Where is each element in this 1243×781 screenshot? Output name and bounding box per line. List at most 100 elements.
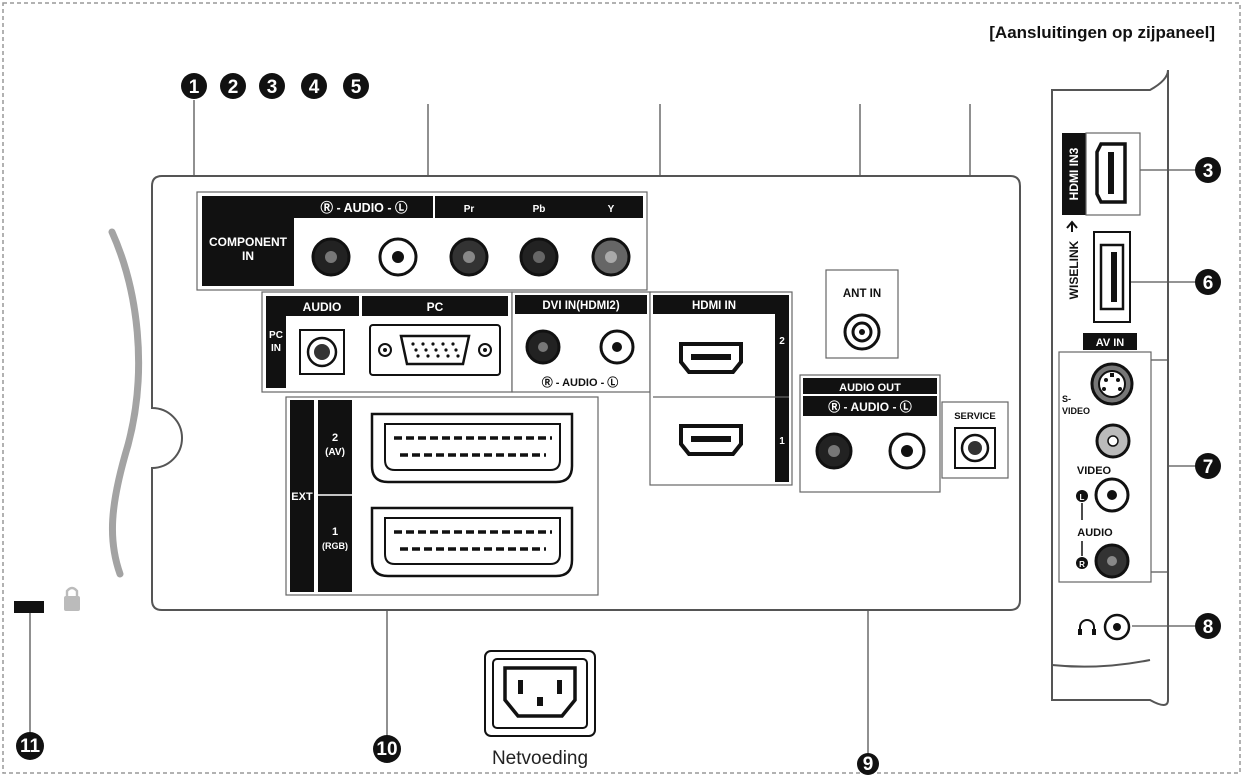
dvi-in-header (515, 295, 647, 314)
av-in-label: AV IN (1096, 337, 1125, 349)
callout-number-1: 1 (189, 77, 200, 98)
hdmi-in-frame (649, 291, 793, 486)
hdmi-2-label: 2 (779, 336, 785, 347)
callout-badge-9 (857, 753, 879, 775)
pc-in-section: PC IN AUDIO PC (261, 291, 513, 393)
s-video-label-1: S- (1062, 394, 1071, 404)
headphone-icon (1079, 619, 1095, 633)
audio-out-frame (799, 374, 941, 493)
video-label: VIDEO (1077, 465, 1112, 477)
power-section: Netvoeding (484, 650, 596, 769)
component-pb-pin (533, 251, 545, 263)
ant-in-label: ANT IN (843, 288, 881, 300)
wiselink-label: WISELINK (1067, 240, 1081, 299)
ext-label: EXT (291, 491, 313, 503)
hdmi-1-label: 1 (779, 436, 785, 447)
lock-icon (64, 596, 80, 611)
callout-badge-4 (301, 73, 327, 99)
power-socket (503, 666, 577, 718)
ext1-label-1: 1 (332, 526, 338, 538)
component-pr-pin (463, 251, 475, 263)
hdmi-in3-label: HDMI IN3 (1067, 147, 1081, 200)
component-pr-label: Pr (464, 204, 475, 215)
callout-number-8: 8 (1203, 617, 1214, 638)
component-in-label-1: COMPONENT (209, 235, 288, 249)
cable-curve (108, 228, 143, 578)
callout-badge-8 (1195, 613, 1221, 639)
ext2-label-1: 2 (332, 432, 338, 444)
component-pb-label: Pb (533, 204, 546, 215)
pc-header (362, 296, 508, 316)
audio-out-label: AUDIO OUT (839, 382, 901, 394)
power-pin-right (557, 680, 562, 694)
callout-number-9: 9 (863, 754, 874, 775)
service-section: SERVICE (941, 401, 1009, 479)
component-y-label: Y (608, 204, 615, 215)
ext-label-block (290, 400, 314, 592)
audio-out-header (803, 378, 937, 394)
page-title: [Aansluitingen op zijpaneel] (989, 23, 1215, 42)
side-panel: HDMI IN3 WISELINK AV IN S- VIDEO VIDEO L (1051, 69, 1169, 706)
av-in-header (1083, 333, 1137, 350)
callout-group-top: 1 2 3 4 5 (181, 73, 369, 99)
ext2-label-2: (AV) (325, 447, 345, 458)
callout-number-3: 3 (267, 77, 278, 98)
callout-badge-7 (1195, 453, 1221, 479)
power-pin-earth (537, 697, 543, 706)
component-y-pin (605, 251, 617, 263)
callout-number-6: 6 (1203, 273, 1214, 294)
ext-section: EXT 2 (AV) 1 (RGB) (285, 396, 599, 596)
pc-label: PC (427, 300, 444, 314)
pc-in-label-block (266, 296, 286, 388)
s-video-label-2: VIDEO (1062, 406, 1090, 416)
hdmi-in-header (653, 295, 775, 314)
kensington-slot (14, 601, 44, 613)
callout-badge-1 (181, 73, 207, 99)
component-audio-r-pin (325, 251, 337, 263)
hdmi-in-section: HDMI IN 2 1 (649, 291, 793, 486)
lock-shackle (65, 586, 79, 597)
scart-2-pins (394, 436, 552, 457)
callout-number-7: 7 (1203, 457, 1214, 478)
callout-number-4: 4 (309, 77, 320, 98)
pc-in-label-1: PC (269, 330, 283, 341)
callout-badge-10 (373, 735, 401, 763)
dvi-in-label: DVI IN(HDMI2) (542, 300, 619, 312)
ant-in-section: ANT IN (825, 269, 899, 359)
audio-side-label: AUDIO (1077, 527, 1113, 539)
dvi-audio-label: Ⓡ - AUDIO - Ⓛ (542, 375, 619, 389)
service-label: SERVICE (954, 411, 996, 422)
callout-badge-6 (1195, 269, 1221, 295)
callout-badge-11 (16, 732, 44, 760)
audio-out-rl-label: Ⓡ - AUDIO - Ⓛ (828, 399, 912, 414)
vga-pins (411, 342, 460, 358)
pc-in-label-2: IN (271, 343, 281, 354)
component-audio-l-pin (392, 251, 404, 263)
callout-number-11: 11 (20, 736, 41, 757)
hdmi-in-label: HDMI IN (692, 300, 736, 312)
callout-number-2: 2 (228, 77, 239, 98)
hdmi-in3-label-block (1062, 133, 1086, 215)
audio-l-badge-text: L (1080, 493, 1085, 502)
audio-out-section: AUDIO OUT Ⓡ - AUDIO - Ⓛ (799, 374, 941, 493)
callout-badge-3 (259, 73, 285, 99)
scart-1-pins (394, 530, 552, 551)
component-header-bar (294, 196, 643, 218)
hdmi-side-bar (775, 295, 789, 482)
pc-audio-label: AUDIO (303, 300, 342, 314)
power-label: Netvoeding (492, 748, 588, 769)
side-panel-outline (1051, 69, 1169, 706)
callout-number-3-side: 3 (1203, 161, 1214, 182)
dvi-in-section: DVI IN(HDMI2) Ⓡ - AUDIO - Ⓛ (511, 291, 651, 393)
callout-number-5: 5 (351, 77, 362, 98)
callout-number-10: 10 (376, 739, 397, 760)
callout-badge-2 (220, 73, 246, 99)
callout-badge-3-side (1195, 157, 1221, 183)
leader-bracket-7 (1150, 359, 1169, 573)
power-pin-left (518, 680, 523, 694)
ext-sub-block (318, 400, 352, 592)
usb-icon (1066, 220, 1078, 232)
